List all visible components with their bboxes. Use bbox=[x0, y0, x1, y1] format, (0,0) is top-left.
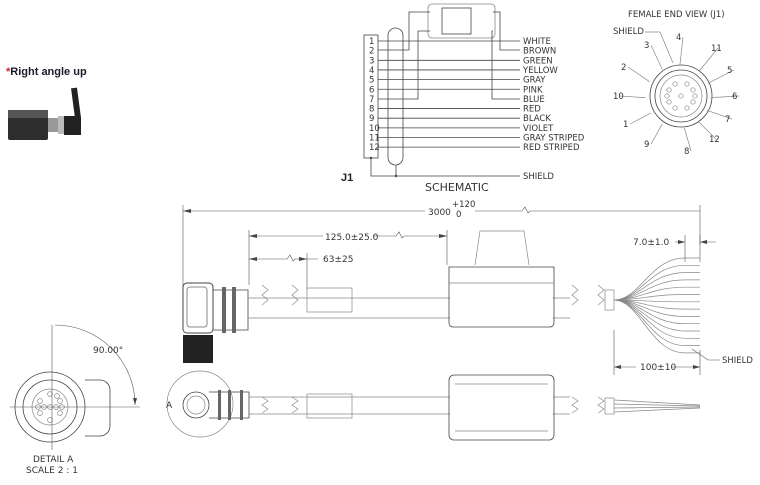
pin-number: 9 bbox=[369, 114, 374, 124]
pin-number: 7 bbox=[369, 95, 374, 105]
end-view-pin-label: 11 bbox=[711, 44, 722, 54]
breakout-wire bbox=[613, 257, 700, 301]
detail-a: 90.00° DETAIL A SCALE 2 : 1 bbox=[10, 324, 140, 476]
wire-color-label: BLUE bbox=[523, 95, 545, 105]
wire-color-label: GRAY STRIPED bbox=[523, 134, 585, 144]
wire-color-label: GRAY bbox=[523, 76, 546, 86]
product-variant-label: *Right angle up bbox=[6, 66, 87, 78]
overall-tolerance-plus: +120 bbox=[452, 200, 475, 210]
end-view-pin-label: 9 bbox=[644, 140, 649, 150]
end-view-shield-label: SHIELD bbox=[613, 27, 644, 37]
breakout-shield-label: SHIELD bbox=[722, 356, 753, 366]
end-view-pin-label: 8 bbox=[684, 147, 689, 157]
pin-number: 5 bbox=[369, 76, 374, 86]
pin-number: 11 bbox=[369, 134, 380, 144]
end-view-title: FEMALE END VIEW (J1) bbox=[628, 10, 725, 20]
wire-color-label: RED STRIPED bbox=[523, 143, 580, 153]
cable-top-view bbox=[182, 230, 700, 363]
breakout-wire bbox=[613, 299, 700, 354]
pin-number: 4 bbox=[369, 66, 374, 76]
pin-number: 10 bbox=[369, 124, 380, 134]
wire-color-label: RED bbox=[523, 105, 541, 115]
detail-title: DETAIL A bbox=[33, 455, 74, 465]
sleeve-distance: 63±25 bbox=[323, 255, 353, 265]
breakout-wire bbox=[613, 264, 700, 301]
end-view-pin-label: 4 bbox=[676, 33, 681, 43]
end-view-pin-label: 12 bbox=[709, 135, 720, 145]
variant-text: Right angle up bbox=[10, 66, 87, 78]
strip-length: 7.0±1.0 bbox=[633, 238, 669, 248]
schematic-title: SCHEMATIC bbox=[425, 181, 489, 194]
wire-color-label: GREEN bbox=[523, 56, 553, 66]
wire-color-label: BROWN bbox=[523, 47, 556, 57]
end-view-pin-label: 6 bbox=[732, 92, 737, 102]
overmold-distance: 125.0±25.0 bbox=[325, 233, 379, 243]
wire-color-label: PINK bbox=[523, 85, 543, 95]
pin-number: 8 bbox=[369, 105, 374, 115]
wire-color-label: YELLOW bbox=[522, 66, 558, 76]
wire-color-label: BLACK bbox=[523, 114, 551, 124]
angle-dimension: 90.00° bbox=[93, 346, 123, 356]
pin-number: 6 bbox=[369, 85, 374, 95]
overall-length: 3000 bbox=[428, 208, 451, 218]
overall-tolerance-minus: 0 bbox=[456, 210, 461, 220]
wire-color-label: VIOLET bbox=[523, 124, 554, 134]
schematic-shield-label: SHIELD bbox=[523, 172, 554, 182]
asterisk: * bbox=[6, 66, 11, 78]
pin-number: 2 bbox=[369, 47, 374, 57]
end-view-pin-label: 5 bbox=[727, 66, 732, 76]
female-end-view: FEMALE END VIEW (J1) SHIELD 123456789101… bbox=[613, 10, 740, 157]
end-view-pin-label: 1 bbox=[623, 120, 628, 130]
detail-a-marker: A bbox=[166, 401, 173, 411]
connector-label: J1 bbox=[341, 172, 353, 184]
pin-number: 3 bbox=[369, 56, 374, 66]
dimensions: 3000 +120 0 125.0±25.0 63±25 7.0±1.0 100… bbox=[182, 200, 753, 375]
breakout-length: 100±10 bbox=[640, 363, 676, 373]
pin-number: 12 bbox=[369, 143, 380, 153]
end-view-pin-label: 3 bbox=[644, 41, 649, 51]
product-photo bbox=[8, 87, 81, 140]
end-view-pin-label: 7 bbox=[725, 115, 730, 125]
end-view-pin-label: 2 bbox=[621, 63, 626, 73]
detail-scale: SCALE 2 : 1 bbox=[26, 466, 78, 476]
cable-side-view: A bbox=[166, 370, 701, 441]
wire-color-label: WHITE bbox=[523, 37, 551, 47]
end-view-pin-label: 10 bbox=[613, 92, 624, 102]
breakout-wire bbox=[613, 299, 700, 339]
pin-number: 1 bbox=[369, 37, 374, 47]
